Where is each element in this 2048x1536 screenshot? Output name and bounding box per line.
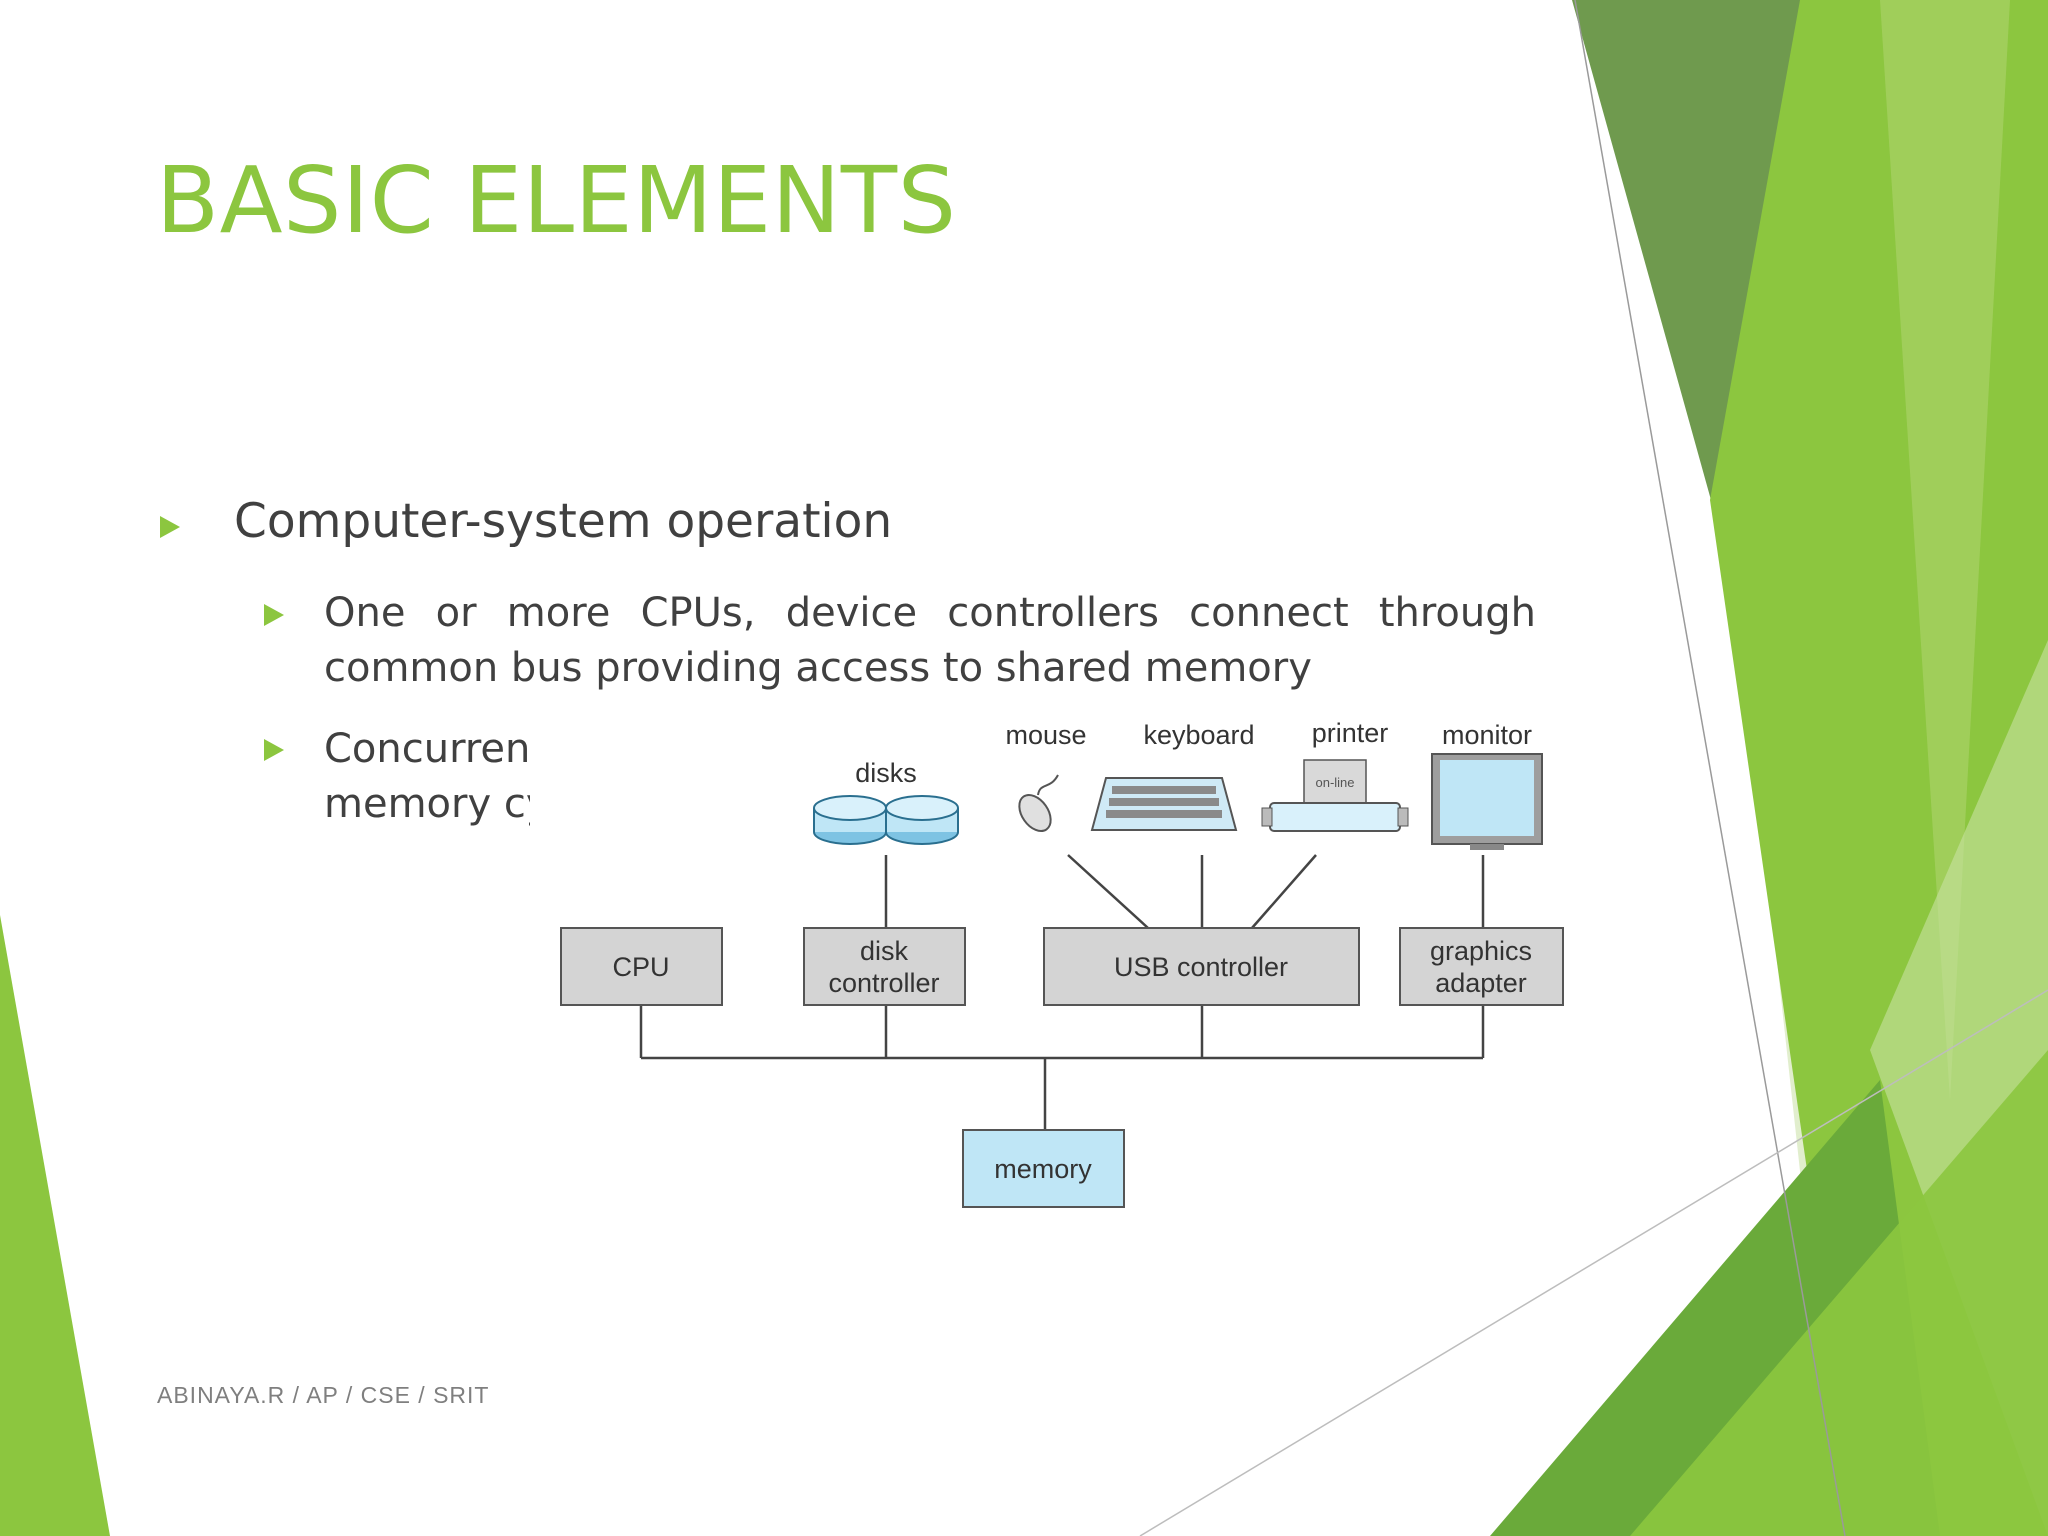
bullet-level2-text: One or more CPUs, device controllers con… xyxy=(324,590,1536,691)
disk-controller-label-line1: disk xyxy=(860,936,909,966)
usb-controller-label: USB controller xyxy=(1114,952,1288,982)
bullet-arrow-icon xyxy=(160,516,180,538)
bullet-arrow-icon xyxy=(264,604,284,626)
usb-controller-box xyxy=(1043,927,1360,1006)
memory-box xyxy=(962,1129,1125,1208)
printer-icon: on-line xyxy=(1261,759,1409,832)
bullet-arrow-icon xyxy=(264,739,284,761)
disks-icon xyxy=(813,795,959,845)
slide-footer: ABINAYA.R / AP / CSE / SRIT xyxy=(157,1382,490,1408)
thin-accent-line xyxy=(1574,0,1846,1536)
disk-controller-label-line2: controller xyxy=(828,968,939,998)
disks-label: disks xyxy=(855,758,917,788)
monitor-label: monitor xyxy=(1442,720,1532,750)
mouse-label: mouse xyxy=(1005,720,1086,750)
memory-label: memory xyxy=(994,1154,1092,1184)
cpu-label: CPU xyxy=(612,952,669,982)
bullet-level1-text: Computer-system operation xyxy=(234,494,893,549)
keyboard-icon xyxy=(1090,777,1238,831)
monitor-icon xyxy=(1431,753,1543,850)
disk-controller-box xyxy=(803,927,966,1006)
slide-title: BASIC ELEMENTS xyxy=(156,147,957,254)
cpu-box xyxy=(560,927,723,1006)
bottom-light-triangle xyxy=(1630,1050,2048,1536)
bullet-partial-line1: Concurrent xyxy=(324,726,547,772)
left-green-wedge xyxy=(0,915,110,1536)
computer-system-diagram: disks mouse keyboard on-line printer xyxy=(530,700,1580,1220)
printer-screen-label: on-line xyxy=(1315,775,1354,790)
graphics-adapter-label-line2: adapter xyxy=(1435,968,1527,998)
right-light-strip xyxy=(1880,0,2010,1100)
bullet-level2-text-partial: Concurrent memory cy xyxy=(324,722,550,832)
mouse-icon xyxy=(1018,774,1059,833)
graphics-adapter-label-line1: graphics xyxy=(1430,936,1532,966)
printer-label: printer xyxy=(1312,718,1389,748)
bus-wires xyxy=(639,854,1485,1130)
bullet-partial-line2: memory cy xyxy=(324,781,550,827)
keyboard-label: keyboard xyxy=(1143,720,1254,750)
thin-accent-line-2 xyxy=(1139,989,2048,1536)
graphics-adapter-box xyxy=(1399,927,1564,1006)
